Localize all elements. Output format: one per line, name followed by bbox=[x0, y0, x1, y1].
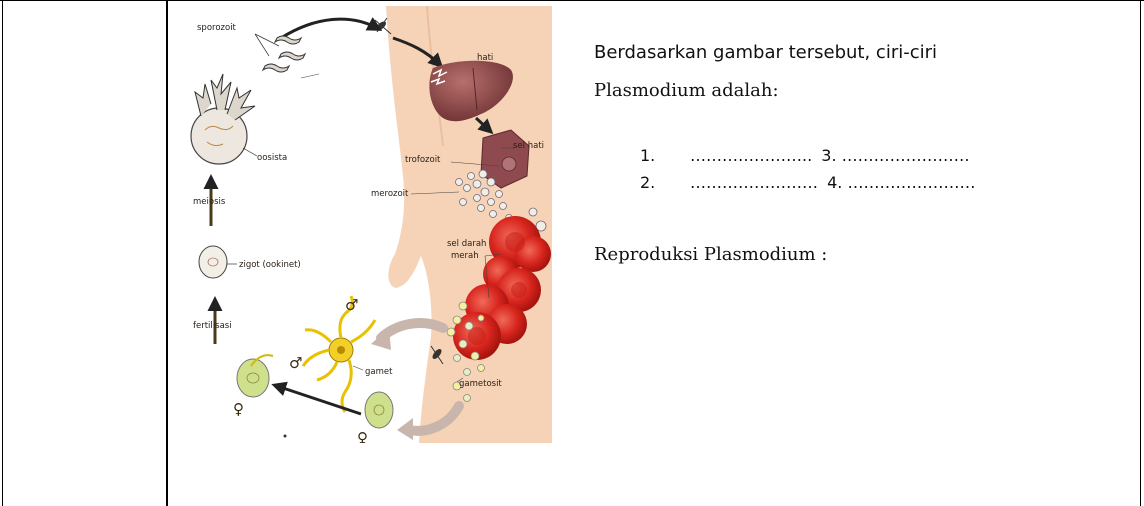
reproduction-label: Reproduksi Plasmodium : bbox=[594, 242, 827, 268]
table-column-divider bbox=[166, 0, 168, 506]
label-oosista: oosista bbox=[257, 153, 287, 163]
answer-row-2: 2.…………………… 4. …………………… bbox=[640, 169, 975, 196]
male-symbol-left: ♂ bbox=[289, 354, 302, 372]
question-line-2: Plasmodium adalah: bbox=[594, 78, 779, 104]
answer-blank-3: …………………… bbox=[842, 146, 970, 165]
female-symbol-bottom: ♀ bbox=[357, 429, 368, 443]
male-symbol-top: ♂ bbox=[345, 296, 358, 314]
answer-number-1: 1. bbox=[640, 142, 690, 169]
answer-blank-4: …………………… bbox=[847, 173, 975, 192]
table-border-right bbox=[1140, 0, 1141, 506]
label-sporozoit: sporozoit bbox=[197, 23, 237, 33]
zygote-cell bbox=[199, 246, 227, 278]
male-gamete bbox=[303, 296, 375, 412]
oocyst-cell bbox=[191, 74, 255, 164]
label-meiosis: meiosis bbox=[193, 197, 226, 207]
label-zigot: zigot (ookinet) bbox=[239, 260, 301, 270]
answer-number-3: 3. bbox=[821, 146, 836, 165]
table-border-top bbox=[0, 0, 1144, 1]
answer-list: 1.………………….. 3. …………………… 2.…………………… 4. ……… bbox=[640, 142, 975, 196]
label-fertilisasi: fertilisasi bbox=[193, 321, 232, 331]
table-border-left bbox=[2, 0, 3, 506]
question-line-1: Berdasarkan gambar tersebut, ciri-ciri bbox=[594, 40, 937, 66]
answer-number-4: 4. bbox=[827, 173, 842, 192]
label-merah: merah bbox=[451, 251, 479, 261]
female-symbol-left: ♀ bbox=[233, 400, 244, 418]
label-merozoit: merozoit bbox=[371, 189, 409, 199]
arrow-sporozoit-to-body bbox=[281, 19, 377, 38]
plasmodium-life-cycle-diagram: sporozoit hati sel hati trofozoit merozo… bbox=[181, 6, 552, 443]
label-trofozoit: trofozoit bbox=[405, 155, 441, 165]
answer-row-1: 1.………………….. 3. …………………… bbox=[640, 142, 975, 169]
label-gametosit: gametosit bbox=[459, 379, 502, 389]
female-gamete-right bbox=[365, 392, 393, 428]
answer-blank-2: …………………… bbox=[690, 173, 818, 192]
label-sel-darah: sel darah bbox=[447, 239, 486, 249]
answer-number-2: 2. bbox=[640, 169, 690, 196]
label-hati: hati bbox=[477, 53, 493, 63]
label-sel-hati: sel hati bbox=[513, 141, 544, 151]
label-gamet: gamet bbox=[365, 367, 393, 377]
arrow-gamete-to-fertilization bbox=[277, 386, 361, 414]
answer-blank-1: ………………….. bbox=[690, 146, 812, 165]
